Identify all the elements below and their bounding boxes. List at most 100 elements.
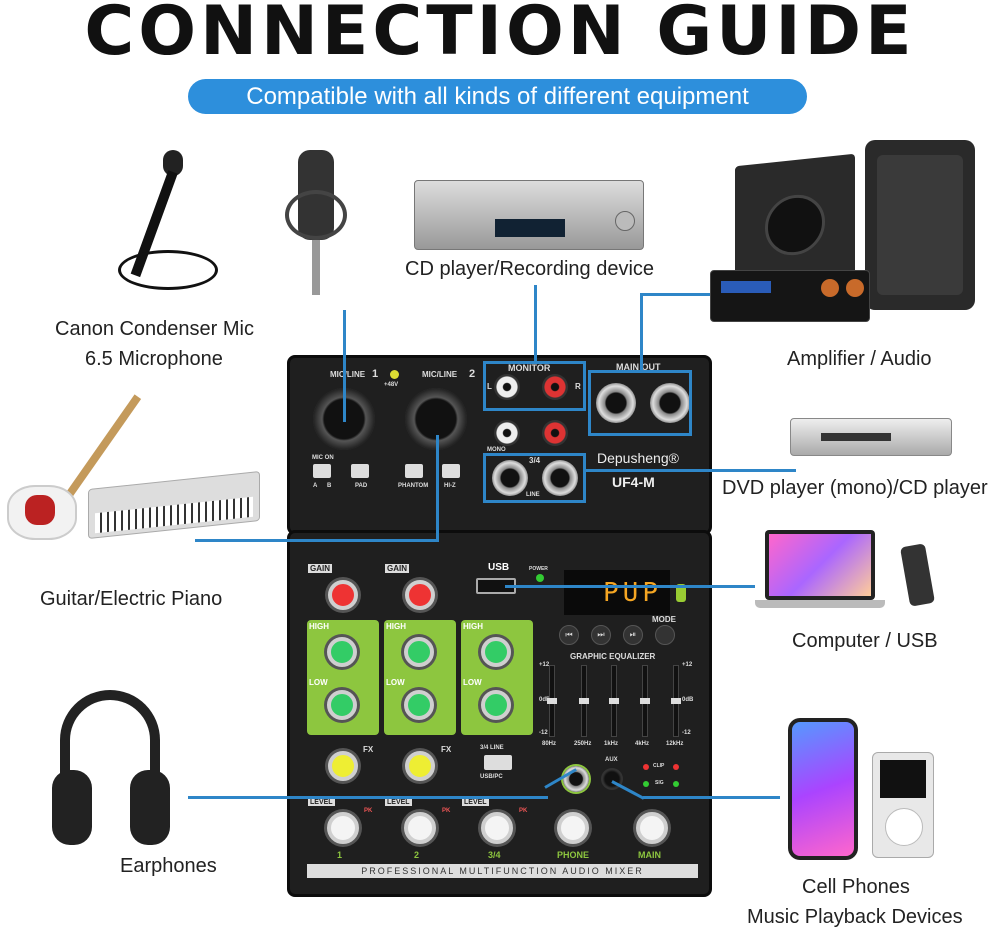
guitar-image [5,385,142,545]
handheld-mic-image [118,150,218,300]
power-led [536,574,544,582]
rca-l-label: L [487,382,492,391]
line-34-highlight-box [483,453,586,503]
line-rca-left[interactable] [494,420,520,446]
geq-slider-1kHz[interactable] [609,665,619,737]
power-label: POWER [529,566,548,572]
previous-button[interactable]: ⏮ [559,625,579,645]
geq-freq-label: 12kHz [666,741,684,747]
brand-name: Depusheng® [597,450,679,466]
geq-mid-right: 0dB [682,697,694,703]
main-volume-knob[interactable] [636,812,668,844]
level-knob-3[interactable] [481,812,513,844]
geq-slider-handle[interactable] [671,698,681,704]
play-pause-button[interactable]: ⏯ [623,625,643,645]
high-eq-knob-3[interactable] [481,637,511,667]
geq-freq-label: 80Hz [542,741,557,747]
sig-label: SIG [655,780,664,786]
ch2-label: 2 [414,850,420,860]
low-eq-knob-1[interactable] [327,690,357,720]
geq-slider-12kHz[interactable] [671,665,681,737]
mic-label-1: Canon Condenser Mic [55,318,254,340]
geq-slider-250Hz[interactable] [579,665,589,737]
geq-slider-4kHz[interactable] [640,665,650,737]
amplifier-label: Amplifier / Audio [787,348,932,370]
pad-button[interactable] [351,464,369,478]
pad-label: PAD [355,483,368,489]
mixer-banner: PROFESSIONAL MULTIFUNCTION AUDIO MIXER [307,864,698,878]
gain-knob-1[interactable] [328,580,358,610]
high-eq-knob-2[interactable] [404,637,434,667]
level-knob-1[interactable] [327,812,359,844]
hi-z-button[interactable] [442,464,460,478]
pk-label-1: PK [364,808,373,814]
mic-label-2: 6.5 Microphone [85,348,223,370]
gain-label-2: GAIN [385,564,409,573]
line-label: LINE [526,492,540,498]
geq-slider-handle[interactable] [640,698,650,704]
mic-on-button[interactable] [313,464,331,478]
switch-usb-pc-label: USB/PC [480,774,503,780]
computer-usb-label: Computer / USB [792,630,938,652]
rca-r-label: R [575,382,581,391]
cellphone-image [788,718,858,860]
gain-label-1: GAIN [308,564,332,573]
phantom-button[interactable] [405,464,423,478]
usb-connection-line [505,585,755,588]
amp-connection-line-v [640,293,643,371]
mic-on-label: MIC ON [312,455,334,461]
geq-slider-handle[interactable] [609,698,619,704]
dvd-connection-line [586,469,796,472]
channel-1-number: 1 [372,368,379,380]
geq-top-right: +12 [682,662,693,668]
a-label: A [313,483,318,489]
monitor-rca-right[interactable] [542,374,568,400]
clip-label: CLIP [653,763,665,769]
line-34-jack-right[interactable] [542,460,578,496]
monitor-label: MONITOR [508,363,551,373]
laptop-image [755,530,885,615]
ch34-label: 3/4 [488,850,501,860]
level-label-2: LEVEL [385,799,412,806]
sig-led-left [643,781,649,787]
low-eq-knob-2[interactable] [404,690,434,720]
page-title: CONNECTION GUIDE [84,0,916,71]
high-eq-knob-1[interactable] [327,637,357,667]
monitor-rca-left[interactable] [494,374,520,400]
clip-led-right [673,764,679,770]
geq-slider-handle[interactable] [547,698,557,704]
geq-slider-80Hz[interactable] [547,665,557,737]
pk-label-2: PK [442,808,451,814]
main-out-jack-right[interactable] [650,383,690,423]
source-switch[interactable] [484,755,512,770]
line-rca-right[interactable] [542,420,568,446]
speaker-right-image [865,140,975,310]
pk-label-3: PK [519,808,528,814]
level-knob-2[interactable] [404,812,436,844]
mode-button[interactable] [655,625,675,645]
line-34-jack-left[interactable] [492,460,528,496]
main-out-jack-left[interactable] [596,383,636,423]
amp-connection-line-h [640,293,710,296]
low-eq-knob-3[interactable] [481,690,511,720]
mic-line-1-label: MIC/LINE [330,370,366,379]
mode-label: MODE [652,615,676,624]
phone-connection-line [643,796,780,799]
low-label-2: LOW [386,678,405,687]
b-label: B [327,483,332,489]
dvd-player-label: DVD player (mono)/CD player [722,477,988,499]
clip-led-left [643,764,649,770]
high-label-1: HIGH [309,622,329,631]
next-button[interactable]: ⏭ [591,625,611,645]
geq-slider-handle[interactable] [579,698,589,704]
fx-knob-2[interactable] [405,751,435,781]
usb-stick-image [899,543,936,607]
phone-volume-knob[interactable] [557,812,589,844]
earphone-connection-line [188,796,548,799]
phantom-led [390,370,399,379]
fx-knob-1[interactable] [328,751,358,781]
main-label: MAIN [638,850,661,860]
aux-label: AUX [605,757,618,763]
geq-freq-label: 250Hz [574,741,592,747]
gain-knob-2[interactable] [405,580,435,610]
